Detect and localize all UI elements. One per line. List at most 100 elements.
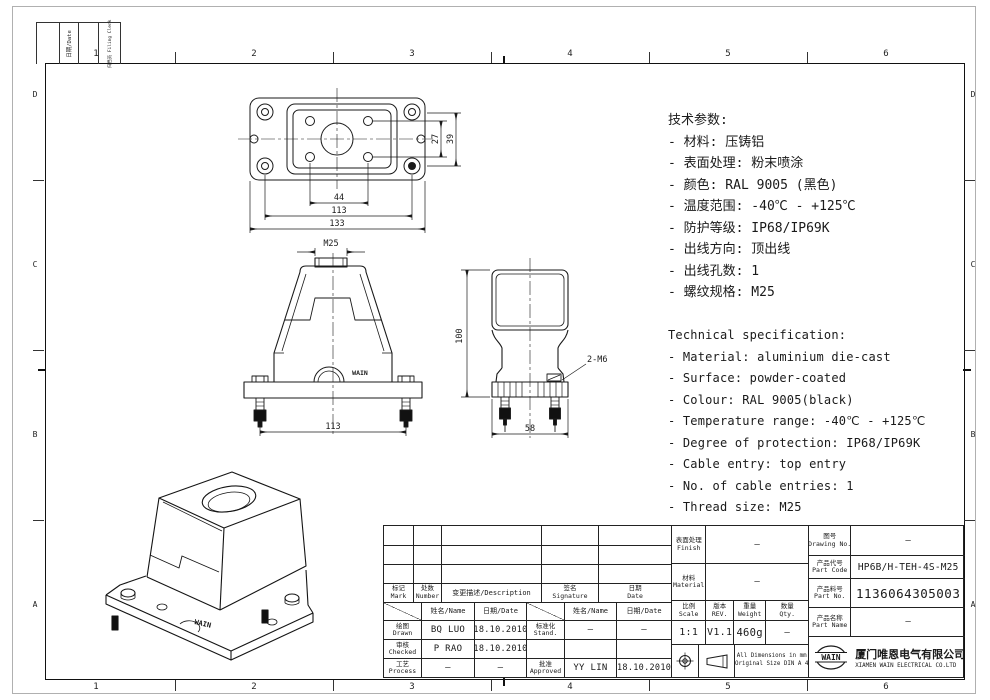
corner-filing-label: 归档员 Filing Clerk bbox=[107, 19, 113, 68]
part-name-value: – bbox=[850, 607, 966, 636]
spec-line: - 螺纹规格: M25 bbox=[668, 285, 775, 300]
col-name-hdr: 姓名/Name bbox=[421, 601, 474, 621]
corner-cell-empty bbox=[37, 23, 60, 64]
zone-tick bbox=[649, 52, 650, 63]
stand-name: – bbox=[564, 620, 616, 640]
diagonal-cell bbox=[526, 601, 564, 621]
diagonal-cell bbox=[384, 601, 421, 621]
material-value: – bbox=[705, 563, 809, 600]
brand-mark: WAIN bbox=[194, 618, 212, 630]
front-view: M25 WAIN 113 bbox=[243, 239, 423, 436]
zone-tick bbox=[807, 52, 808, 63]
zone-tick bbox=[807, 680, 808, 691]
zone-tick bbox=[175, 680, 176, 691]
dimension-lines bbox=[249, 112, 461, 233]
side-view: 100 2-M6 58 bbox=[455, 258, 607, 438]
approved-name: YY LIN bbox=[564, 658, 616, 677]
centering-mark bbox=[38, 369, 46, 371]
zone-label: C bbox=[32, 260, 38, 269]
dim-44: 44 bbox=[334, 193, 344, 203]
part-no-value: 1136064305003 bbox=[850, 578, 966, 607]
zone-tick bbox=[491, 680, 492, 691]
brand-mark: WAIN bbox=[352, 369, 368, 377]
dimension-lines bbox=[259, 248, 407, 436]
qty-value: – bbox=[765, 620, 809, 644]
centering-mark bbox=[963, 369, 971, 371]
dim-100: 100 bbox=[455, 328, 465, 343]
zone-label: B bbox=[970, 430, 976, 439]
spec-line: - 防护等级: IP68/IP69K bbox=[668, 220, 830, 236]
zone-label: 6 bbox=[883, 682, 889, 692]
projection-symbol-icon bbox=[672, 644, 699, 677]
zone-tick bbox=[333, 52, 334, 63]
company-name-en: XIAMEN WAIN ELECTRICAL CO.LTD bbox=[855, 662, 957, 669]
spec-line: - 表面处理: 粉末喷涂 bbox=[668, 156, 804, 171]
col-date-hdr: 日期/Date bbox=[474, 601, 526, 621]
part-code-value: HP6B/H-TEH-4S-M25 bbox=[850, 555, 966, 578]
drawn-name: BQ LUO bbox=[421, 620, 474, 640]
drawn-date: 18.10.2010 bbox=[474, 620, 526, 640]
centering-mark bbox=[503, 56, 505, 64]
spec-line: - Surface: powder-coated bbox=[668, 371, 847, 385]
spec-line: - Degree of protection: IP68/IP69K bbox=[668, 435, 921, 450]
finish-value: – bbox=[705, 526, 808, 563]
centering-mark bbox=[503, 678, 505, 686]
zone-label: 2 bbox=[251, 682, 257, 692]
dimension-lines bbox=[461, 269, 587, 438]
zone-label: 4 bbox=[567, 682, 573, 692]
zone-label: B bbox=[32, 430, 38, 439]
zone-label: 2 bbox=[251, 49, 257, 59]
zone-label: 3 bbox=[409, 49, 415, 59]
corner-header-cells: 日期/Date 归档员 Filing Clerk bbox=[36, 19, 121, 68]
zone-label: 5 bbox=[725, 49, 731, 59]
dimension-note: All Dimensions in mm Original Size DIN A… bbox=[734, 644, 809, 677]
dim-133: 133 bbox=[329, 219, 344, 229]
corner-date-label: 日期/Date bbox=[67, 29, 73, 58]
specs-cn-title: 技术参数: bbox=[668, 113, 728, 128]
col-description: 变更描述/Description bbox=[441, 582, 541, 602]
zone-label: C bbox=[970, 260, 976, 269]
spec-line: - 出线方向: 顶出线 bbox=[668, 242, 791, 257]
weight-value: 460g bbox=[733, 620, 766, 644]
company-name-cn: 厦门唯恩电气有限公司 bbox=[855, 648, 966, 661]
specs-chinese: 技术参数: - 材料: 压铸铝 - 表面处理: 粉末喷涂 - 颜色: RAL 9… bbox=[668, 110, 856, 304]
zone-label: 3 bbox=[409, 682, 415, 692]
approved-date: 18.10.2010 bbox=[616, 658, 672, 677]
rev-value: V1.1 bbox=[705, 620, 734, 644]
zone-tick bbox=[964, 180, 975, 181]
dim-113: 113 bbox=[325, 422, 340, 432]
page-border bbox=[12, 6, 976, 694]
dim-27: 27 bbox=[431, 134, 441, 144]
wain-logo: WAIN bbox=[809, 636, 854, 677]
zone-label: 6 bbox=[883, 49, 889, 59]
zone-tick bbox=[649, 680, 650, 691]
spec-line: - 出线孔数: 1 bbox=[668, 263, 760, 279]
drawing-no-value: – bbox=[850, 526, 965, 555]
specs-english: Technical specification: - Material: alu… bbox=[668, 325, 926, 519]
zone-label: A bbox=[970, 600, 976, 609]
company-block: 厦门唯恩电气有限公司 XIAMEN WAIN ELECTRICAL CO.LTD bbox=[853, 636, 966, 677]
zone-tick bbox=[491, 52, 492, 63]
zone-label: A bbox=[32, 600, 38, 609]
zone-label: 4 bbox=[567, 49, 573, 59]
tap-label: 2-M6 bbox=[587, 355, 607, 365]
zone-tick bbox=[333, 680, 334, 691]
col-date-hdr: 日期/Date bbox=[616, 601, 672, 621]
scale-value: 1:1 bbox=[672, 620, 706, 644]
